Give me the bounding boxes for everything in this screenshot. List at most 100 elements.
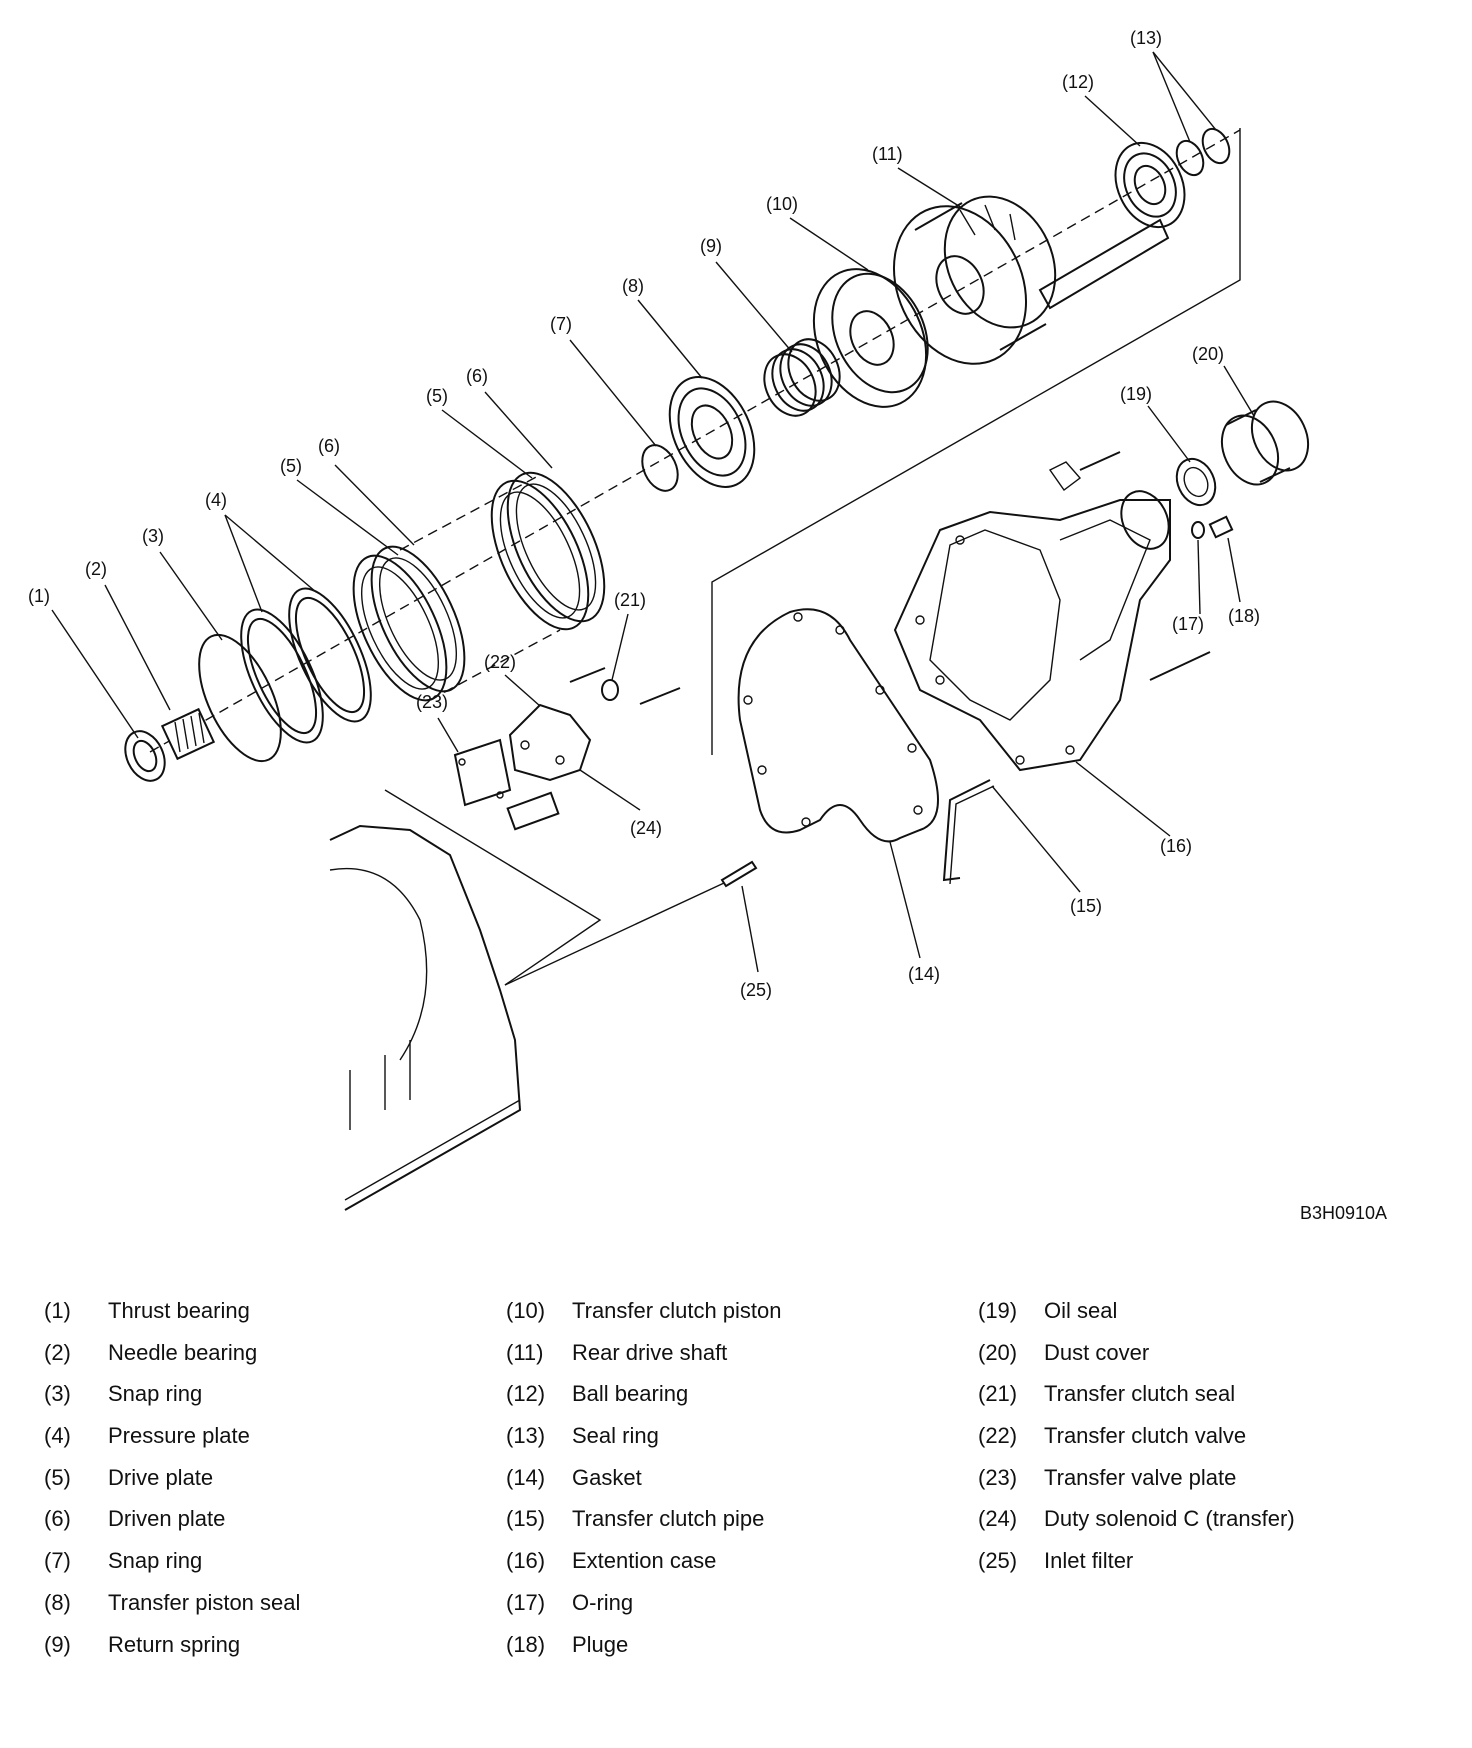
legend-label: Transfer clutch valve — [1044, 1423, 1247, 1449]
legend-label: Drive plate — [108, 1464, 214, 1490]
transfer-valve-plate — [453, 738, 512, 807]
legend-label: Snap ring — [108, 1548, 203, 1574]
legend-item: (9) Return spring — [44, 1624, 300, 1666]
callout-6a: (6) — [318, 436, 340, 456]
legend-item: (19) Oil seal — [978, 1290, 1295, 1332]
legend-number: (14) — [506, 1464, 546, 1490]
legend-label: Transfer piston seal — [108, 1589, 301, 1615]
legend-label: Needle bearing — [108, 1339, 258, 1365]
seal-ring — [1175, 127, 1231, 177]
legend-number: (20) — [978, 1339, 1018, 1365]
clutch-plates-rear — [490, 471, 606, 631]
callout-4: (4) — [205, 490, 227, 510]
legend-label: Pluge — [572, 1631, 629, 1657]
legend-item: (17) O-ring — [506, 1582, 782, 1624]
legend-label: Inlet filter — [1044, 1548, 1134, 1574]
ball-bearing — [1114, 141, 1186, 229]
snap-ring-3 — [198, 633, 282, 763]
o-ring — [1191, 521, 1205, 539]
legend-column-3: (19)Oil seal (20)Dust cover (21)Transfer… — [978, 1290, 1295, 1582]
legend-item: (6)Driven plate — [44, 1498, 300, 1540]
legend-label: Transfer clutch pipe — [572, 1506, 765, 1532]
callout-3: (3) — [142, 526, 164, 546]
callout-11: (11) — [872, 144, 903, 164]
callout-7: (7) — [550, 314, 572, 334]
dust-cover — [1220, 400, 1310, 486]
return-spring — [763, 338, 841, 417]
callout-25: (25) — [740, 980, 772, 1000]
callout-6b: (6) — [466, 366, 488, 386]
inlet-filter — [504, 860, 758, 986]
legend-number: (9) — [44, 1631, 71, 1657]
legend-label: O-ring — [572, 1589, 634, 1615]
transfer-piston-seal — [668, 376, 756, 488]
legend-number: (5) — [44, 1464, 71, 1490]
duty-solenoid-c — [506, 791, 560, 831]
callout-15: (15) — [1070, 896, 1102, 916]
legend-label: Pressure plate — [108, 1423, 250, 1449]
callout-10: (10) — [766, 194, 798, 214]
legend-number: (4) — [44, 1423, 71, 1449]
snap-ring-7 — [641, 444, 679, 492]
legend-label: Duty solenoid C (transfer) — [1044, 1506, 1295, 1532]
legend-number: (11) — [506, 1339, 544, 1365]
legend-number: (24) — [978, 1506, 1018, 1532]
exploded-view-diagram: (1) (2) (3) (4) (5) (6) (5) (6) (7) (8) … — [28, 28, 1310, 1211]
legend-item: (13)Seal ring — [506, 1415, 782, 1457]
extention-case — [893, 451, 1211, 772]
callout-18: (18) — [1228, 606, 1260, 626]
legend-item: (21)Transfer clutch seal — [978, 1373, 1295, 1415]
callout-14: (14) — [908, 964, 940, 984]
legend-item: (23)Transfer valve plate — [978, 1457, 1295, 1499]
legend-number: (17) — [506, 1589, 546, 1615]
legend-label: Oil seal — [1044, 1298, 1118, 1323]
legend-label: Ball bearing — [572, 1381, 689, 1407]
legend-item: (2) Needle bearing — [44, 1332, 300, 1374]
callout-5b: (5) — [426, 386, 448, 406]
legend-label: Return spring — [108, 1631, 241, 1657]
legend-item: (7) Snap ring — [44, 1540, 300, 1582]
legend-item: (20)Dust cover — [978, 1332, 1295, 1374]
legend-number: (8) — [44, 1589, 71, 1615]
transfer-clutch-piston — [812, 268, 929, 408]
legend-number: (2) — [44, 1339, 71, 1365]
legend-label: Snap ring — [108, 1381, 203, 1407]
legend-item: (22) Transfer clutch valve — [978, 1415, 1295, 1457]
gasket — [737, 608, 939, 843]
transfer-clutch-pipe — [942, 779, 995, 885]
legend-item: (12) Ball bearing — [506, 1373, 782, 1415]
callout-13: (13) — [1130, 28, 1162, 48]
legend-label: Thrust bearing — [108, 1298, 250, 1323]
legend-number: (22) — [978, 1423, 1018, 1449]
legend-number: (10) — [506, 1298, 546, 1323]
legend-number: (13) — [506, 1423, 546, 1449]
legend-item: (18)Pluge — [506, 1624, 782, 1666]
legend-item: (3)Snap ring — [44, 1373, 300, 1415]
callout-1: (1) — [28, 586, 50, 606]
callout-24: (24) — [630, 818, 662, 838]
legend-number: (7) — [44, 1548, 71, 1574]
legend-number: (1) — [44, 1298, 71, 1323]
legend-number: (19) — [978, 1298, 1018, 1323]
leader-lines — [51, 51, 1255, 973]
legend-column-1: (1) Thrust bearing (2) Needle bearing (3)S… — [44, 1290, 300, 1665]
callout-21: (21) — [614, 590, 646, 610]
legend-number: (25) — [978, 1548, 1018, 1574]
legend-item: (1) Thrust bearing — [44, 1290, 300, 1332]
legend-number: (12) — [506, 1381, 546, 1407]
transfer-clutch-seal — [569, 667, 681, 705]
legend-item: (24) Duty solenoid C (transfer) — [978, 1498, 1295, 1540]
legend-item: (4) Pressure plate — [44, 1415, 300, 1457]
legend-item: (11) Rear drive shaft — [506, 1332, 782, 1374]
legend-item: (25) Inlet filter — [978, 1540, 1295, 1582]
legend-number: (16) — [506, 1548, 546, 1574]
needle-bearing — [160, 707, 216, 761]
legend-item: (5) Drive plate — [44, 1457, 300, 1499]
legend-label: Gasket — [572, 1464, 642, 1490]
callout-9: (9) — [700, 236, 722, 256]
legend-label: Transfer valve plate — [1044, 1464, 1237, 1490]
legend-label: Rear drive shaft — [572, 1339, 728, 1365]
clutch-plates-front — [352, 545, 466, 702]
legend-item: (15)Transfer clutch pipe — [506, 1498, 782, 1540]
legend-number: (21) — [978, 1381, 1018, 1407]
